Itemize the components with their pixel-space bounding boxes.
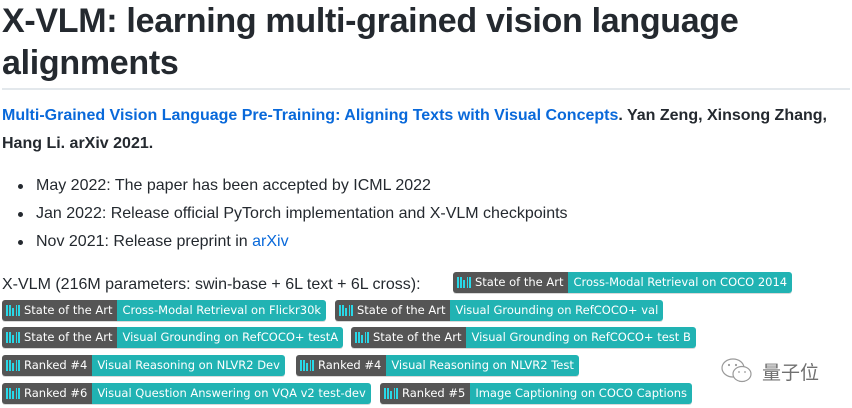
news-item: Jan 2022: Release official PyTorch imple…	[14, 200, 714, 228]
news-list: May 2022: The paper has been accepted by…	[14, 172, 714, 256]
bullet-icon	[18, 212, 23, 217]
paperswithcode-icon	[6, 360, 20, 371]
bullet-icon	[18, 184, 23, 189]
bullet-icon	[18, 240, 23, 245]
citation-authors: . Yan Zeng, Xinsong Zhang, Hang Li. arXi…	[2, 107, 827, 152]
paperswithcode-icon	[457, 277, 471, 288]
citation: Multi-Grained Vision Language Pre-Traini…	[2, 102, 852, 158]
title-divider	[2, 88, 850, 90]
badge-nlvr2-dev[interactable]: Ranked #4 Visual Reasoning on NLVR2 Dev	[2, 355, 285, 376]
paperswithcode-icon	[6, 305, 20, 316]
page-title: X-VLM: learning multi-grained vision lan…	[2, 2, 739, 82]
badge-coco-retrieval[interactable]: State of the Art Cross-Modal Retrieval o…	[453, 272, 793, 293]
news-item: May 2022: The paper has been accepted by…	[14, 172, 714, 200]
badge-refcoco-testa[interactable]: State of the Art Visual Grounding on Ref…	[2, 327, 344, 348]
badge-flickr30k-retrieval[interactable]: State of the Art Cross-Modal Retrieval o…	[2, 300, 327, 321]
badge-refcoco-val[interactable]: State of the Art Visual Grounding on Ref…	[335, 300, 664, 321]
paperswithcode-icon	[300, 360, 314, 371]
watermark: 量子位	[720, 357, 819, 385]
paperswithcode-icon	[339, 305, 353, 316]
wechat-icon	[721, 358, 752, 383]
badge-vqa-v2[interactable]: Ranked #6 Visual Question Answering on V…	[2, 383, 371, 404]
model-intro: X-VLM (216M parameters: swin-base + 6L t…	[2, 276, 421, 293]
badge-nlvr2-test[interactable]: Ranked #4 Visual Reasoning on NLVR2 Test	[296, 355, 579, 376]
paperswithcode-icon	[384, 388, 398, 399]
badge-coco-captions[interactable]: Ranked #5 Image Captioning on COCO Capti…	[380, 383, 693, 404]
arxiv-link[interactable]: arXiv	[252, 233, 289, 250]
news-item: Nov 2021: Release preprint in arXiv	[14, 228, 714, 256]
paperswithcode-icon	[6, 332, 20, 343]
paper-link[interactable]: Multi-Grained Vision Language Pre-Traini…	[2, 107, 619, 124]
paperswithcode-icon	[355, 332, 369, 343]
badge-refcoco-testb[interactable]: State of the Art Visual Grounding on Ref…	[351, 327, 696, 348]
paperswithcode-icon	[6, 388, 20, 399]
